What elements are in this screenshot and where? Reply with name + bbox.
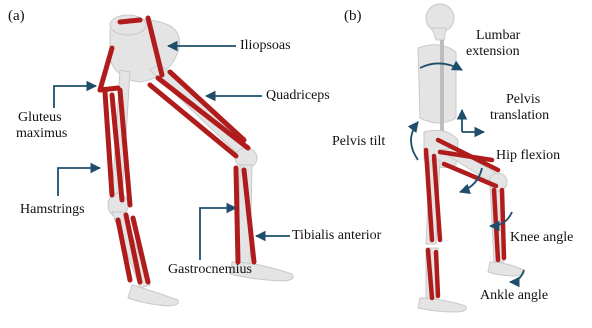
quadriceps-muscle xyxy=(158,78,248,148)
pelvis-tilt-arrow xyxy=(411,122,418,160)
label-tibialis: Tibialis anterior xyxy=(292,228,381,244)
panel-label-b: (b) xyxy=(344,8,362,25)
gluteus-muscle xyxy=(100,48,112,90)
foot-stance-b xyxy=(418,298,466,312)
label-hamstrings: Hamstrings xyxy=(20,202,85,218)
label-pelvis-tilt: Pelvis tilt xyxy=(332,134,385,150)
gastrocnemius-muscle xyxy=(236,168,238,262)
label-gluteus-line2: maximus xyxy=(16,126,67,142)
label-lumbar-line2: extension xyxy=(466,44,520,60)
label-lumbar-line1: Lumbar xyxy=(476,28,520,44)
label-hip-flexion: Hip flexion xyxy=(496,148,560,164)
panel-label-a: (a) xyxy=(8,8,25,25)
label-pelvis-translation-line1: Pelvis xyxy=(506,92,540,108)
label-knee-angle: Knee angle xyxy=(510,230,573,246)
ribcage-b xyxy=(418,45,456,123)
label-quadriceps: Quadriceps xyxy=(266,88,330,104)
foot-left-a xyxy=(128,285,178,306)
label-ankle-angle: Ankle angle xyxy=(480,288,548,304)
label-gluteus-line1: Gluteus xyxy=(18,110,62,126)
label-iliopsoas: Iliopsoas xyxy=(240,38,291,54)
label-gastrocnemius: Gastrocnemius xyxy=(168,262,252,278)
label-pelvis-translation-line2: translation xyxy=(490,108,549,124)
foot-swing-b xyxy=(488,262,524,276)
